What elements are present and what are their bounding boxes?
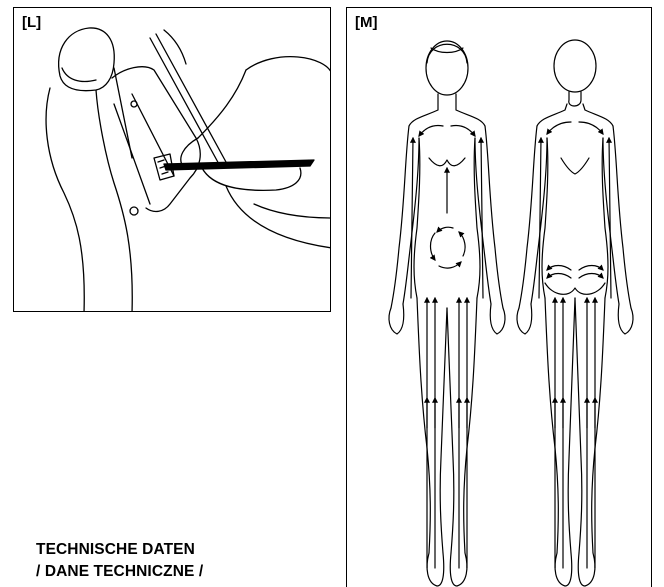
- figure-label-l: [L]: [22, 14, 43, 31]
- figure-label-m: [M]: [355, 14, 380, 31]
- figure-panel-m: [M]: [346, 7, 652, 587]
- hand-device-illustration: [14, 8, 331, 312]
- body-massage-directions-diagram: [347, 8, 652, 587]
- section-heading-line-1: TECHNISCHE DATEN: [36, 541, 195, 559]
- section-heading-line-2: / DANE TECHNICZNE /: [36, 563, 203, 581]
- figure-panel-l: [L]: [13, 7, 331, 312]
- back-figure: [517, 40, 633, 586]
- front-figure: [389, 41, 505, 586]
